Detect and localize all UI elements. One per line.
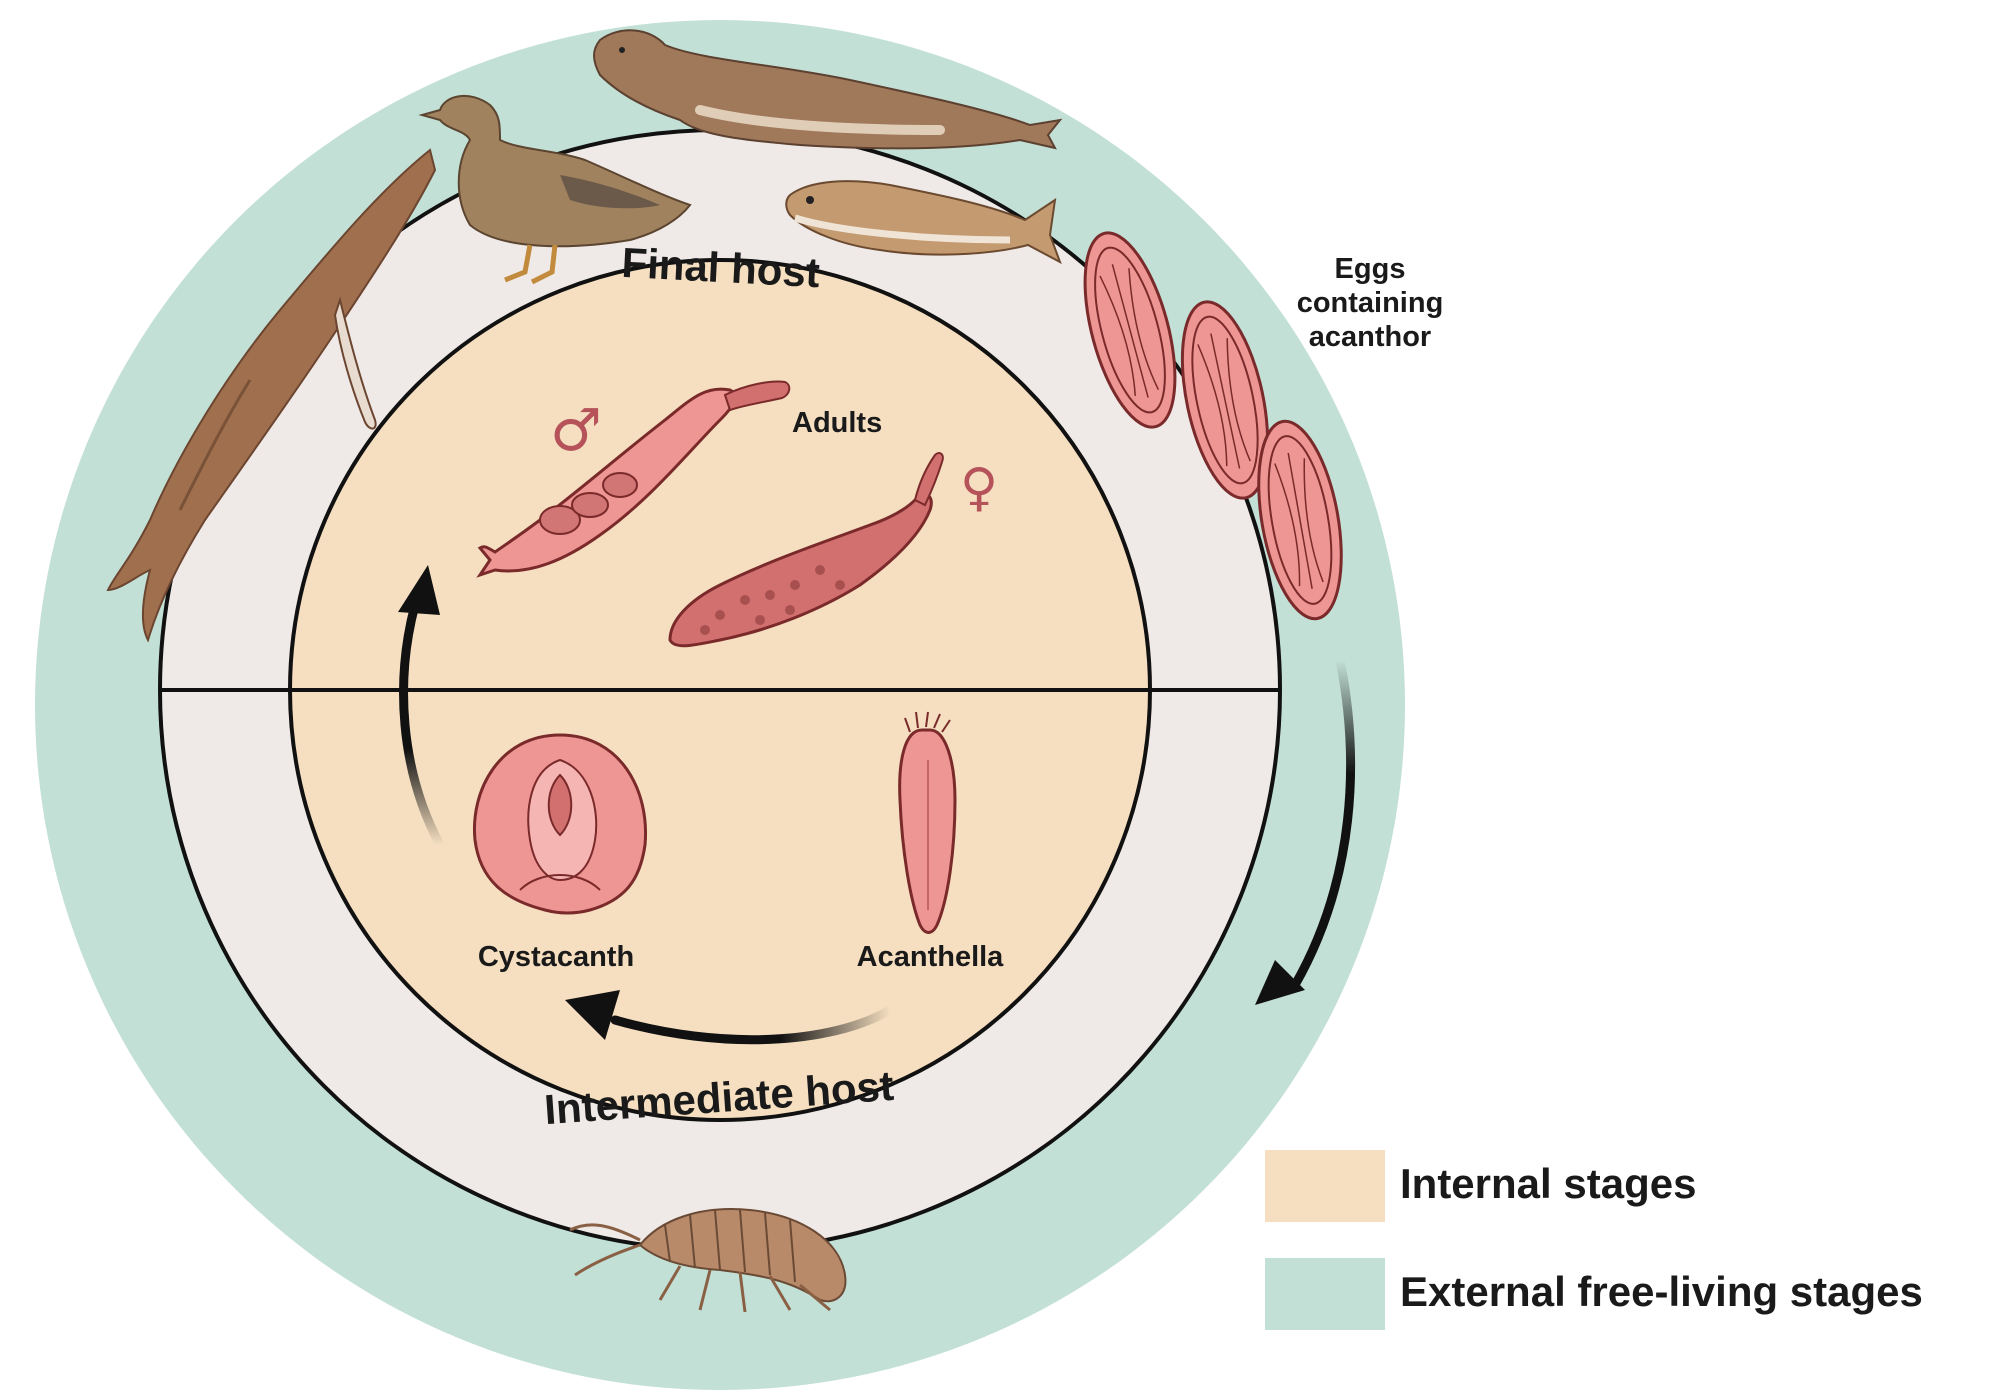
acanthella-to-cystacanth-arrow [565, 990, 895, 1045]
final-host-label: Final host [620, 239, 821, 296]
cystacanth-icon [472, 733, 648, 915]
egg-1-icon [1083, 231, 1177, 429]
egg-2-icon [1180, 300, 1270, 500]
female-symbol: ♀ [960, 458, 998, 518]
whale-icon [106, 148, 437, 643]
male-adult-worm-icon [476, 380, 791, 578]
legend-swatch-external [1265, 1258, 1385, 1330]
male-symbol: ♂ [550, 396, 602, 464]
eggs-to-intermediate-arrow [1255, 655, 1356, 1005]
acanthella-icon [898, 711, 957, 934]
legend-swatch-internal [1265, 1150, 1385, 1222]
eggs-label-line-1: Eggs [1335, 253, 1406, 285]
egg-3-icon [1257, 419, 1343, 621]
cod-fish-icon [785, 180, 1062, 265]
acanthella-label: Acanthella [857, 941, 1005, 973]
seal-icon [593, 29, 1063, 150]
eggs-label-line-2: containing [1297, 287, 1444, 319]
adults-label: Adults [792, 407, 882, 439]
duck-icon [418, 94, 692, 285]
legend-label-external: External free-living stages [1400, 1268, 1923, 1315]
amphipod-icon [569, 1208, 847, 1313]
eggs-label-line-3: acanthor [1309, 321, 1431, 353]
female-adult-worm-icon [668, 452, 944, 648]
legend: Internal stages External free-living sta… [1265, 1150, 1923, 1330]
legend-label-internal: Internal stages [1400, 1160, 1696, 1207]
cystacanth-label: Cystacanth [478, 941, 634, 973]
cystacanth-to-adults-arrow [398, 565, 445, 850]
